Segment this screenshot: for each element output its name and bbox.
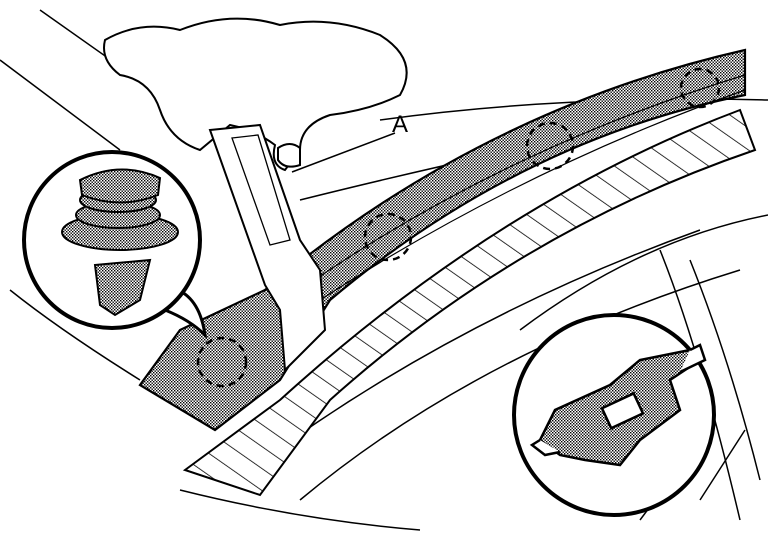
push-clip-icon — [61, 168, 179, 317]
pillar-bracket — [208, 123, 327, 373]
hand — [103, 17, 408, 172]
metal-clip-icon — [529, 343, 707, 467]
clip-location-4 — [679, 67, 721, 109]
metal-clip-inset — [512, 313, 716, 517]
clip-location-3 — [525, 121, 575, 171]
push-clip-inset — [22, 150, 208, 340]
callout-leader-line — [291, 132, 396, 173]
clip-locations — [196, 67, 721, 388]
hatched-weatherstrip — [182, 108, 757, 497]
trim-contour-lines — [299, 74, 746, 301]
clip-location-2 — [363, 212, 413, 262]
clip-location-1 — [196, 336, 248, 388]
callout-label-a: A — [392, 111, 408, 138]
